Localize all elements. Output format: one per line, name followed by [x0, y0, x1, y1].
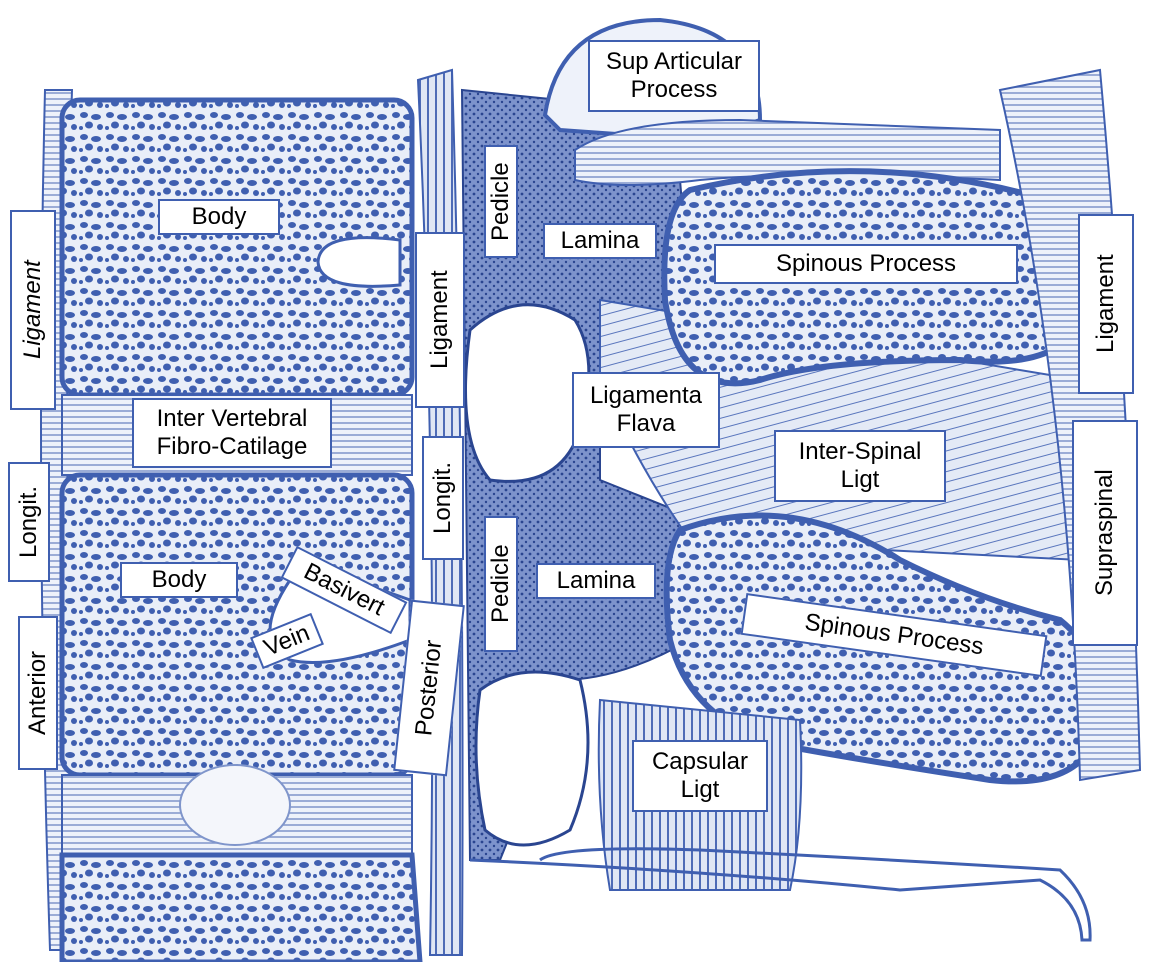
- label-longit-mid: Longit.: [422, 436, 464, 560]
- label-body-upper: Body: [158, 199, 280, 235]
- label-longit-left: Longit.: [8, 462, 50, 582]
- label-anterior: Anterior: [18, 616, 58, 770]
- label-ligament-right: Ligament: [1078, 214, 1134, 394]
- label-ligament-left: Ligament: [10, 210, 56, 410]
- foramen-lower: [476, 672, 588, 845]
- label-body-lower: Body: [120, 562, 238, 598]
- label-pedicle-lower: Pedicle: [484, 516, 518, 652]
- label-lamina-lower: Lamina: [536, 563, 656, 599]
- label-pedicle-upper: Pedicle: [484, 145, 518, 258]
- label-lamina-upper: Lamina: [543, 223, 657, 259]
- label-supraspinal: Supraspinal: [1072, 420, 1138, 646]
- label-spinous-process-upper: Spinous Process: [714, 244, 1018, 284]
- bottom-vertebra: [62, 855, 420, 962]
- label-ligament-mid: Ligament: [415, 232, 465, 408]
